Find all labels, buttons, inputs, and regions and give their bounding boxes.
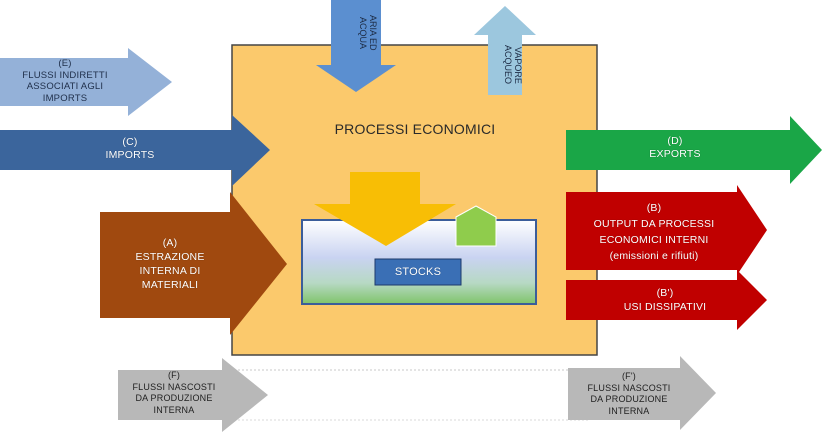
label-b: (B) OUTPUT DA PROCESSI ECONOMICI INTERNI…	[593, 202, 715, 262]
label-e: (E) FLUSSI INDIRETTI ASSOCIATI AGLI IMPO…	[22, 58, 108, 104]
label-f: (F) FLUSSI NASCOSTI DA PRODUZIONE INTERN…	[132, 370, 216, 415]
arrow-f-hidden-flows	[118, 358, 268, 432]
label-d: (D) EXPORTS	[649, 135, 701, 160]
arrow-b-output	[566, 185, 767, 275]
label-a: (A) ESTRAZIONE INTERNA DI MATERIALI	[135, 237, 205, 291]
arrow-e-indirect-flows	[0, 48, 172, 116]
arrow-a-extraction	[100, 192, 287, 335]
arrow-b-prime-dissipative	[566, 270, 767, 330]
stocks-label-box	[374, 258, 462, 286]
label-air-water: ARIA ED ACQUA	[358, 15, 378, 51]
stocks-label: STOCKS	[394, 266, 442, 278]
label-b-prime: (B') USI DISSIPATIVI	[623, 287, 707, 313]
arrow-air-water-in	[316, 0, 396, 92]
arrow-f-prime-hidden-flows	[568, 356, 716, 430]
arrow-vapor-out	[474, 6, 536, 95]
label-c: (C) IMPORTS	[105, 136, 155, 161]
process-title: PROCESSI ECONOMICI	[334, 121, 496, 137]
stock-output-shape	[455, 205, 497, 247]
arrow-c-imports	[0, 115, 270, 186]
arrow-d-exports	[566, 116, 822, 184]
stock-input-arrow	[314, 172, 456, 246]
label-f-prime: (F') FLUSSI NASCOSTI DA PRODUZIONE INTER…	[587, 371, 671, 416]
label-vapor: VAPORE ACQUEO	[503, 45, 523, 85]
